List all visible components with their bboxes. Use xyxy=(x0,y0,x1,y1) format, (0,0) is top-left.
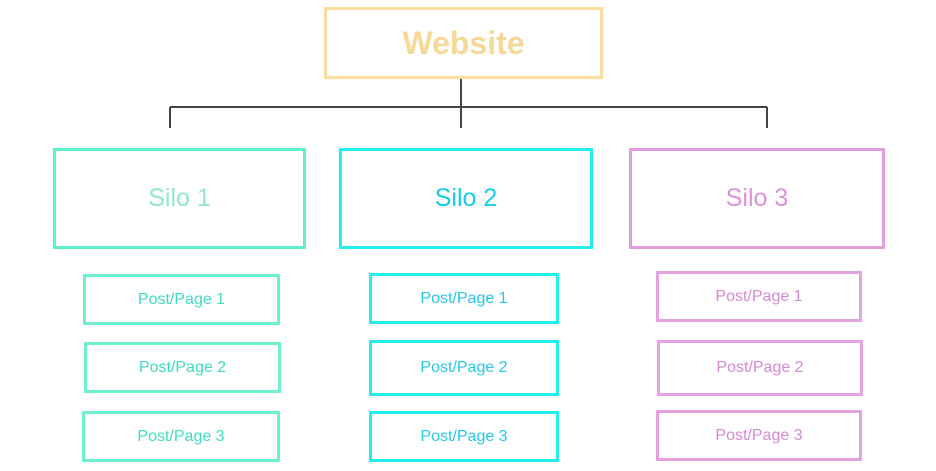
silo-3-node: Silo 3 xyxy=(629,148,885,249)
website-label: Website xyxy=(402,24,525,61)
silo-1-post-1-label: Post/Page 1 xyxy=(137,290,226,308)
silo-3-label: Silo 3 xyxy=(725,184,789,212)
website-node: Website xyxy=(324,7,603,79)
silo-2-post-1-label: Post/Page 1 xyxy=(420,289,508,307)
silo-3-post-3-label: Post/Page 3 xyxy=(715,426,803,444)
silo-2-post-2-label: Post/Page 2 xyxy=(420,359,508,376)
silo-3-post-1-label: Post/Page 1 xyxy=(715,287,803,305)
silo-3-post-1: Post/Page 1 xyxy=(656,271,862,322)
silo-1-post-2: Post/Page 2 xyxy=(84,342,281,393)
silo-2-label: Silo 2 xyxy=(434,184,498,212)
silo-1-post-3-label: Post/Page 3 xyxy=(137,427,225,445)
silo-1-node: Silo 1 xyxy=(53,148,306,249)
silo-2-node: Silo 2 xyxy=(339,148,593,249)
silo-1-post-1: Post/Page 1 xyxy=(83,274,280,325)
silo-2-post-3: Post/Page 3 xyxy=(369,411,559,462)
silo-2-post-2: Post/Page 2 xyxy=(369,340,559,396)
silo-1-post-3: Post/Page 3 xyxy=(82,411,280,462)
silo-1-label: Silo 1 xyxy=(148,184,211,212)
silo-2-post-1: Post/Page 1 xyxy=(369,273,559,324)
silo-2-post-3-label: Post/Page 3 xyxy=(420,427,508,445)
silo-1-post-2-label: Post/Page 2 xyxy=(138,358,227,376)
silo-3-post-2: Post/Page 2 xyxy=(657,340,863,396)
silo-3-post-3: Post/Page 3 xyxy=(656,410,862,461)
silo-3-post-2-label: Post/Page 2 xyxy=(716,359,804,376)
